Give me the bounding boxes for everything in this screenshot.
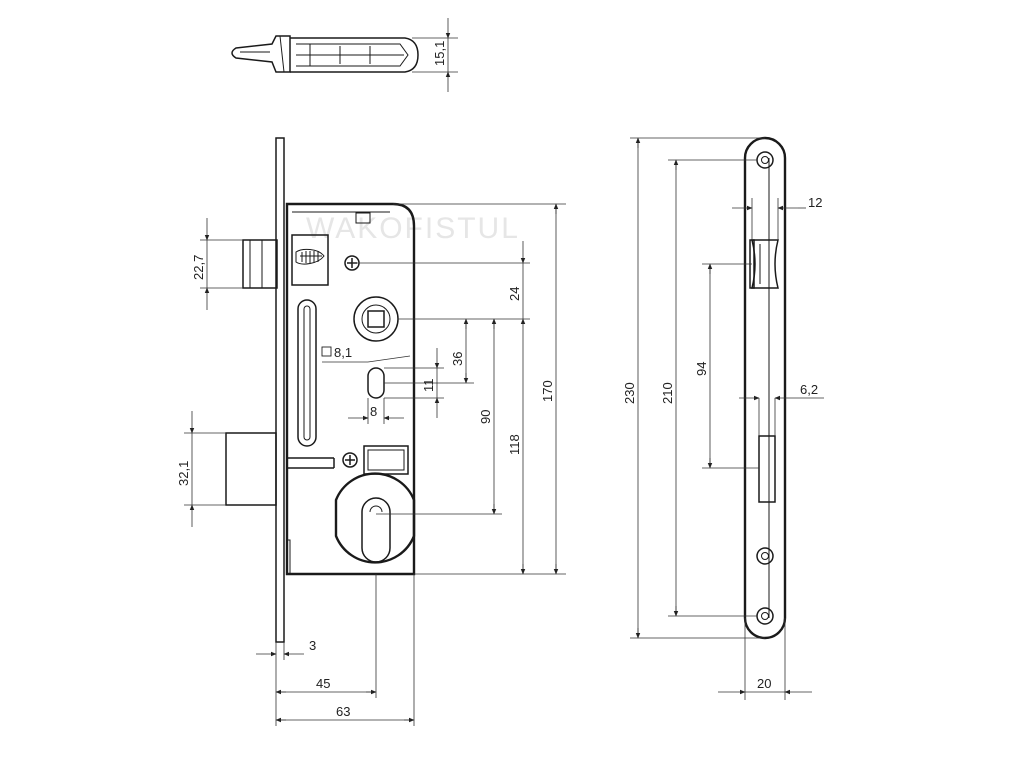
square-icon [321, 346, 332, 357]
screw-hole-middle-icon [756, 547, 774, 565]
screw-hole-bottom-icon [756, 607, 774, 625]
latch-housing [291, 234, 329, 286]
dim-faceplate-width-label: 20 [757, 676, 771, 691]
dim-faceplate-thickness-label: 3 [309, 638, 316, 653]
dim-case-depth-label: 63 [336, 704, 350, 719]
dim-spindle-square-label: 8,1 [334, 345, 352, 360]
cylinder-profile [334, 472, 416, 564]
latch-face [751, 239, 779, 289]
dim-top-cylinder-label: 118 [507, 434, 522, 455]
dim-follower-cylinder-label: 90 [478, 410, 493, 424]
dim-latch-slot-label: 12 [808, 195, 822, 210]
latch-bolt [242, 239, 278, 289]
faceplate-outline [743, 136, 787, 640]
screw-bottom-icon [342, 452, 358, 468]
dim-latch-bolt-label: 94 [694, 362, 709, 376]
dim-hole-width-label: 8 [370, 404, 377, 419]
mounting-hole [367, 367, 385, 399]
dim-backset-label: 45 [316, 676, 330, 691]
dim-thickness-label: 15,1 [432, 41, 447, 66]
dim-bolt-slot-label: 6,2 [800, 382, 818, 397]
front-view: 22,7 32,1 170 24 118 90 [176, 137, 566, 726]
dim-latch-height-label: 22,7 [191, 255, 206, 280]
dim-bolt-height-label: 32,1 [176, 461, 191, 486]
dim-case-height-label: 170 [540, 380, 555, 402]
follower [353, 296, 399, 342]
dim-follower-hole-label: 36 [450, 352, 465, 366]
vertical-slot [297, 299, 317, 447]
dim-follower-top-label: 24 [507, 287, 522, 301]
dim-hole-diameter-label: 11 [421, 379, 436, 393]
side-view: 15,1 [231, 18, 458, 92]
dim-faceplate-height-label: 230 [622, 382, 637, 404]
faceplate-view: 230 210 94 12 6,2 20 [622, 136, 824, 700]
bolt-slot [758, 435, 776, 503]
dim-screw-spacing-label: 210 [660, 382, 675, 404]
screw-hole-top-icon [756, 151, 774, 169]
faceplate-edge [275, 137, 285, 643]
dead-bolt [225, 432, 277, 506]
